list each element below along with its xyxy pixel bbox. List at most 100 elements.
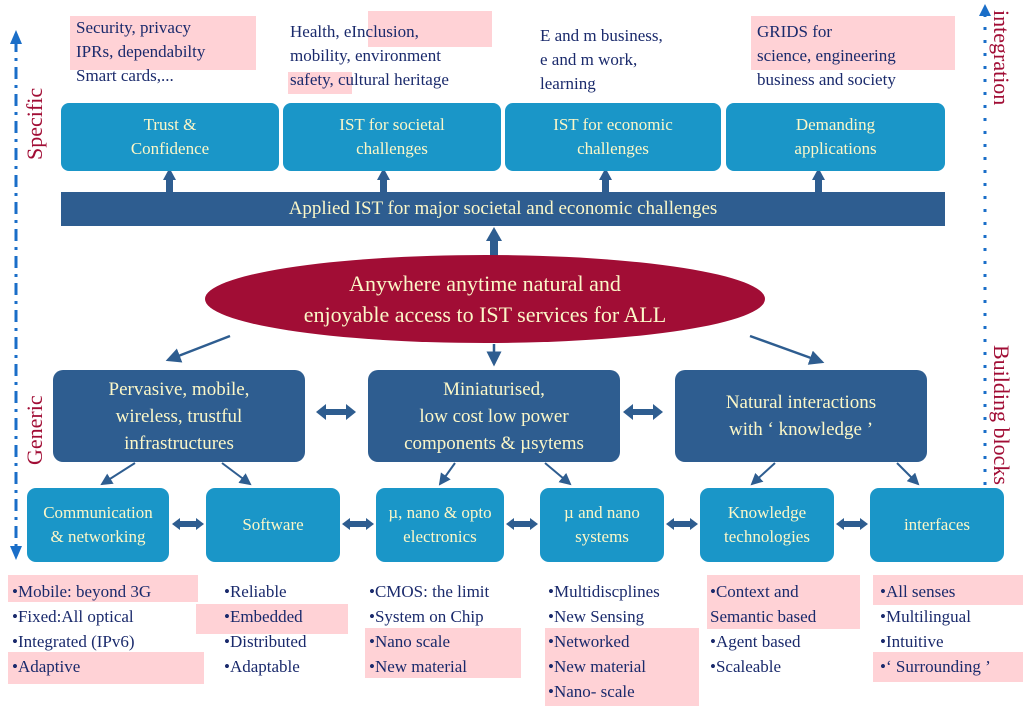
list-item: •New material [369, 657, 467, 676]
box-micro-nano-systems: µ and nano systems [540, 488, 664, 562]
box-software: Software [206, 488, 340, 562]
top-note-line: IPRs, dependabilty [76, 42, 206, 61]
top-note-line: E and m business, [540, 26, 663, 45]
label-integration-text: integration [989, 10, 1014, 106]
top-note-line: safety, cultural heritage [290, 70, 449, 89]
label-building-blocks: Building blocks [988, 345, 1014, 485]
list-knowledge: •Context and Semantic based •Agent based… [710, 579, 816, 679]
list-item: •Intuitive [880, 632, 944, 651]
list-item: •Embedded [224, 607, 303, 626]
highlight-networked [545, 628, 699, 706]
box-knowledge-technologies: Knowledge technologies [700, 488, 834, 562]
highlight-embedded [196, 604, 348, 634]
ellipse-to-applied-arrow [486, 227, 502, 256]
list-item: •Scaleable [710, 657, 782, 676]
list-item: •System on Chip [369, 607, 484, 626]
list-item: •Agent based [710, 632, 801, 651]
central-vision-ellipse: Anywhere anytime natural and enjoyable a… [205, 255, 765, 343]
box-line: interfaces [903, 515, 971, 534]
box-line: IST for economic [553, 115, 673, 134]
top-note-grids: GRIDS for science, engineering business … [757, 20, 896, 92]
label-generic: Generic [22, 395, 48, 465]
highlight-security [70, 16, 256, 70]
list-item: •Context and [710, 582, 799, 601]
highlight-mobile [8, 575, 198, 602]
top-note-line: Security, privacy [76, 18, 192, 37]
box-line: applications [794, 139, 877, 158]
label-integration: integration [988, 10, 1014, 105]
highlight-inclusion [368, 11, 492, 47]
highlight-all-senses [873, 575, 1023, 605]
box-line: Miniaturised, [443, 378, 545, 400]
top-note-line: Smart cards,... [76, 66, 174, 85]
box-line: Confidence [130, 139, 210, 158]
label-generic-text: Generic [22, 395, 47, 465]
list-software: •Reliable •Embedded •Distributed •Adapta… [224, 579, 306, 679]
box-line: Software [242, 515, 304, 534]
box-line: Communication [43, 503, 153, 522]
top-note-line: mobility, environment [290, 46, 441, 65]
highlight-adaptive [8, 652, 204, 684]
left-scale-arrow [10, 30, 22, 560]
box-demanding-applications: Demanding applications [726, 103, 945, 171]
mid-double-arrows [316, 404, 663, 420]
highlight-surrounding [873, 652, 1023, 682]
list-item: •Reliable [224, 582, 287, 601]
ellipse-to-mid-arrows [165, 334, 825, 367]
list-item: •Adaptable [224, 657, 300, 676]
top-note-health: Health, eInclusion, mobility, environmen… [290, 20, 449, 92]
list-communication: •Mobile: beyond 3G •Fixed:All optical •I… [12, 579, 151, 679]
top-note-business: E and m business, e and m work, learning [540, 24, 663, 96]
list-item: •CMOS: the limit [369, 582, 490, 601]
top-note-line: Health, eInclusion, [290, 22, 419, 41]
list-item: •Adaptive [12, 657, 81, 676]
list-item: •New material [548, 657, 646, 676]
list-item: •Fixed:All optical [12, 607, 134, 626]
box-line: Natural interactions [725, 392, 877, 413]
label-specific: Specific [22, 88, 48, 160]
box-line: µ, nano & opto [388, 503, 492, 522]
list-item: •Multidiscplines [548, 582, 660, 601]
top-note-line: e and m work, [540, 50, 638, 69]
top-note-line: learning [540, 74, 596, 93]
list-item: Semantic based [710, 607, 817, 626]
top-note-line: business and society [757, 70, 896, 89]
highlight-nano-scale [365, 628, 521, 678]
list-item: •Distributed [224, 632, 307, 651]
highlight-context [707, 575, 860, 629]
list-item: •New Sensing [548, 607, 645, 626]
bottom-double-arrows [172, 518, 868, 530]
box-line: electronics [403, 527, 477, 546]
box-line: Demanding [795, 115, 876, 134]
list-item: •Integrated (IPv6) [12, 632, 135, 651]
top-note-line: science, engineering [757, 46, 896, 65]
top-note-security: Security, privacy IPRs, dependabilty Sma… [76, 16, 205, 88]
list-item: •Nano- scale [548, 682, 635, 701]
box-line: with ‘ knowledge ’ [728, 419, 874, 440]
box-line: challenges [356, 139, 428, 158]
list-systems: •Multidiscplines •New Sensing •Networked… [548, 579, 660, 704]
list-item: •Nano scale [369, 632, 450, 651]
label-specific-text: Specific [22, 87, 47, 160]
list-electronics: •CMOS: the limit •System on Chip •Nano s… [369, 579, 489, 679]
applied-ist-label: Applied IST for major societal and econo… [288, 198, 718, 219]
box-communication-networking: Communication & networking [27, 488, 169, 562]
box-line: technologies [724, 527, 810, 546]
list-item: •Networked [548, 632, 630, 651]
box-line: Pervasive, mobile, [108, 378, 250, 400]
box-interfaces: interfaces [870, 488, 1004, 562]
list-item: •Mobile: beyond 3G [12, 582, 152, 601]
box-pervasive-infrastructures: Pervasive, mobile, wireless, trustful in… [53, 370, 305, 462]
box-line: wireless, trustful [115, 405, 243, 427]
applied-ist-bar: Applied IST for major societal and econo… [61, 192, 945, 226]
box-line: Trust & [143, 115, 197, 134]
box-line: systems [575, 527, 629, 546]
box-trust-confidence: Trust & Confidence [61, 103, 279, 171]
mid-to-bottom-arrows [100, 462, 920, 486]
box-line: & networking [50, 527, 146, 546]
box-line: µ and nano [564, 503, 640, 522]
applied-to-top-arrows [163, 168, 825, 192]
